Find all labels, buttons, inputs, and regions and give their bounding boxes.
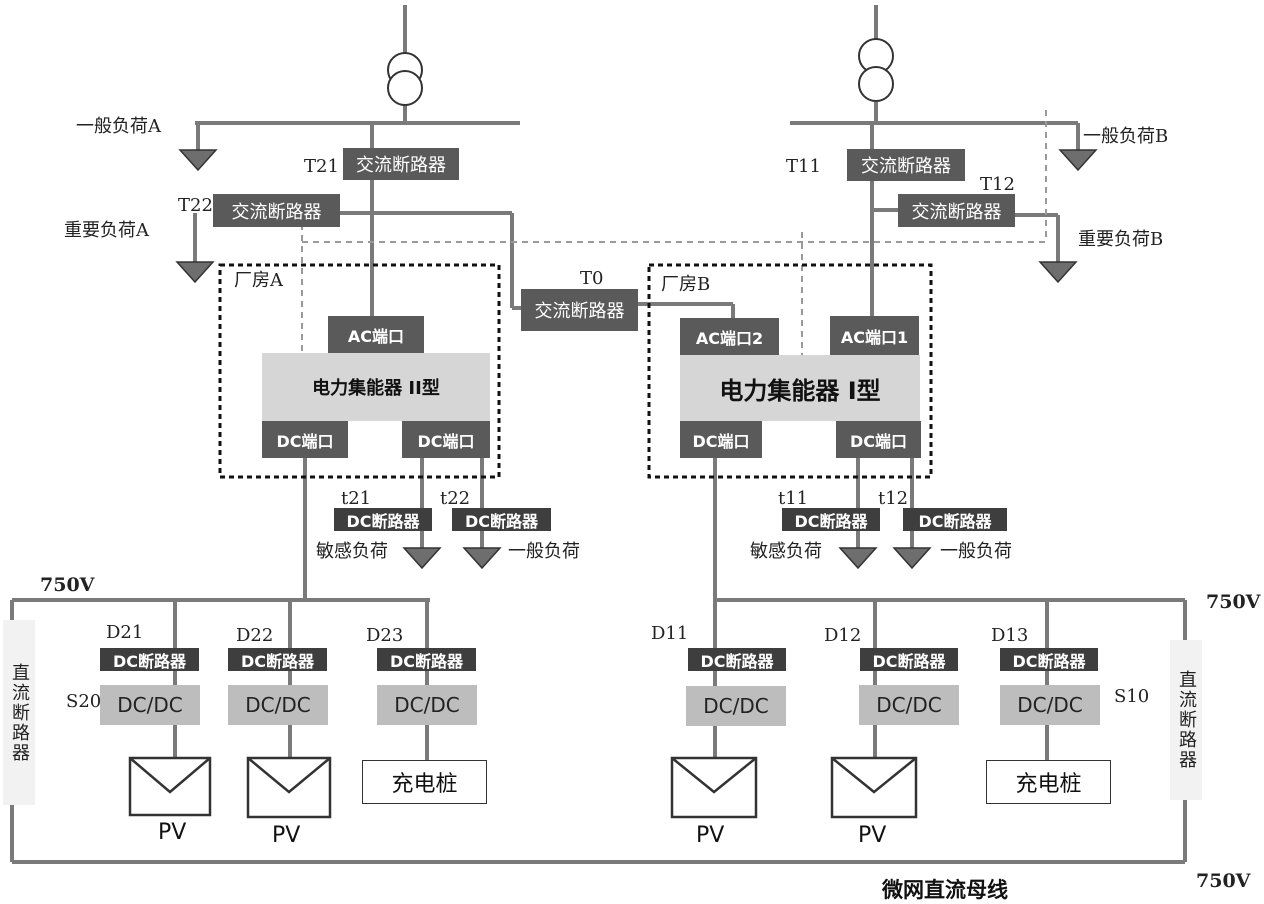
plant-b-label: 厂房B: [661, 274, 711, 295]
breaker-t11-dc-code: t11: [778, 488, 809, 509]
ac-breaker-t22[interactable]: 交流断路器: [213, 194, 340, 227]
breaker-t11-code: T11: [786, 156, 821, 177]
breaker-t21-code: T21: [304, 156, 339, 177]
load-sensitive-a-icon: [402, 547, 442, 570]
power-collector-type1[interactable]: 电力集能器 I型: [680, 355, 920, 421]
bus-voltage-right: 750V: [1206, 591, 1261, 613]
load-general-b-label: 一般负荷B: [1083, 126, 1169, 147]
micro-grid-dc-bus-title: 微网直流母线: [882, 877, 1008, 902]
dcdc-converter-1[interactable]: DC/DC: [100, 685, 200, 725]
dcdc-converter-5[interactable]: DC/DC: [859, 685, 959, 725]
bus-voltage-left: 750V: [40, 574, 95, 596]
bus-voltage-bottom: 750V: [1196, 870, 1251, 892]
pv-label-4: PV: [858, 823, 887, 848]
load-general-a2-label: 一般负荷: [508, 541, 580, 562]
load-important-a-label: 重要负荷A: [64, 220, 149, 241]
load-general-b-icon: [1058, 149, 1098, 172]
vertical-dc-breaker-right[interactable]: 直流断路器: [1170, 640, 1202, 800]
pv-panel-icon: [830, 756, 918, 819]
load-important-b-label: 重要负荷B: [1078, 229, 1164, 250]
load-sensitive-a-label: 敏感负荷: [316, 541, 388, 562]
charging-pile-1[interactable]: 充电桩: [362, 760, 487, 804]
charging-pile-2[interactable]: 充电桩: [986, 760, 1111, 804]
dcdc-converter-3[interactable]: DC/DC: [377, 685, 477, 725]
load-general-b2-label: 一般负荷: [940, 541, 1012, 562]
pv-panel-icon: [246, 756, 332, 819]
load-important-b-icon: [1038, 261, 1078, 284]
breaker-t22-code: T22: [178, 195, 213, 216]
ac-port-a[interactable]: AC端口: [328, 316, 424, 353]
dc-breaker-t21[interactable]: DC断路器: [334, 508, 432, 531]
breaker-d21-code: D21: [106, 622, 144, 643]
breaker-d13-code: D13: [991, 625, 1029, 646]
load-sensitive-b-label: 敏感负荷: [750, 541, 822, 562]
dcdc-converter-6[interactable]: DC/DC: [1000, 685, 1100, 725]
breaker-t12-code: T12: [980, 174, 1015, 195]
breaker-t0-code: T0: [580, 268, 604, 289]
dc-breaker-d23[interactable]: DC断路器: [377, 648, 476, 671]
dc-breaker-d21[interactable]: DC断路器: [100, 648, 199, 671]
pv-panel-icon: [128, 756, 212, 817]
dc-port-b1[interactable]: DC端口: [680, 421, 762, 458]
breaker-d12-code: D12: [824, 625, 862, 646]
load-general-a2-icon: [462, 547, 502, 570]
dc-breaker-d12[interactable]: DC断路器: [860, 648, 958, 671]
dc-port-a2[interactable]: DC端口: [402, 421, 490, 458]
pv-panel-icon: [670, 756, 758, 819]
ac-breaker-t11[interactable]: 交流断路器: [847, 149, 965, 181]
ac-port-b1[interactable]: AC端口1: [830, 316, 919, 355]
breaker-d23-code: D23: [366, 625, 404, 646]
dc-breaker-d11[interactable]: DC断路器: [688, 648, 786, 671]
converter-s20-code: S20: [66, 691, 102, 712]
breaker-t22-dc-code: t22: [440, 488, 471, 509]
load-general-a-icon: [178, 149, 218, 172]
dc-breaker-t12[interactable]: DC断路器: [903, 508, 1007, 531]
vertical-dc-breaker-left[interactable]: 直流断路器: [3, 620, 35, 805]
ac-breaker-t0[interactable]: 交流断路器: [521, 289, 638, 331]
load-important-a-icon: [175, 261, 215, 284]
pv-label-3: PV: [696, 823, 725, 848]
breaker-t21-dc-code: t21: [341, 488, 372, 509]
dc-port-b2[interactable]: DC端口: [836, 421, 921, 458]
breaker-d22-code: D22: [236, 625, 274, 646]
load-general-b2-icon: [892, 547, 932, 570]
ac-breaker-t21[interactable]: 交流断路器: [343, 148, 459, 180]
dc-breaker-d13[interactable]: DC断路器: [1000, 648, 1098, 671]
pv-label-1: PV: [158, 820, 187, 845]
power-collector-type2[interactable]: 电力集能器 II型: [262, 353, 490, 421]
dc-breaker-d22[interactable]: DC断路器: [228, 648, 327, 671]
transformer-b-icon: [858, 38, 894, 102]
pv-label-2: PV: [272, 823, 301, 848]
transformer-a-icon: [387, 52, 423, 106]
load-general-a-label: 一般负荷A: [76, 116, 161, 137]
dc-port-a1[interactable]: DC端口: [262, 421, 348, 458]
breaker-t12-dc-code: t12: [878, 488, 909, 509]
load-sensitive-b-icon: [838, 547, 878, 570]
converter-s10-code: S10: [1114, 686, 1150, 707]
dc-breaker-t11[interactable]: DC断路器: [782, 508, 880, 531]
ac-breaker-t12[interactable]: 交流断路器: [898, 194, 1015, 227]
plant-a-label: 厂房A: [234, 270, 283, 291]
dc-breaker-t22[interactable]: DC断路器: [452, 508, 551, 531]
breaker-d11-code: D11: [651, 623, 689, 644]
ac-port-b2[interactable]: AC端口2: [680, 318, 779, 355]
dcdc-converter-2[interactable]: DC/DC: [228, 685, 328, 725]
dcdc-converter-4[interactable]: DC/DC: [686, 686, 786, 726]
